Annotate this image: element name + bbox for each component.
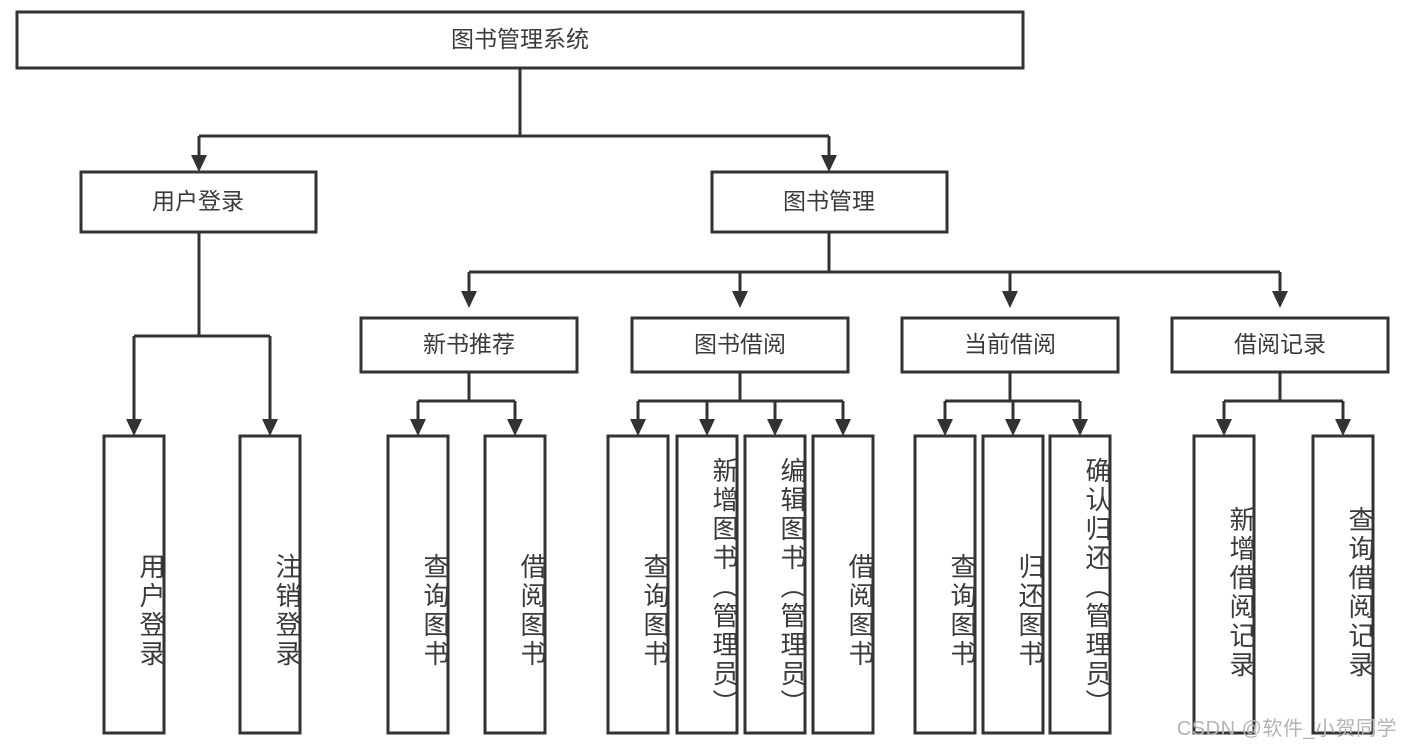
node-label-book-borrow: 图书借阅 — [694, 331, 786, 357]
arrow-head-leaf-confirm-return — [1072, 419, 1088, 436]
node-label-new-book-recommend: 新书推荐 — [423, 331, 515, 357]
node-box-book-borrow[interactable] — [630, 316, 850, 374]
node-box-leaf-user-login[interactable] — [102, 434, 166, 735]
node-box-root[interactable] — [15, 10, 1025, 70]
connector-layer — [126, 68, 1351, 436]
arrow-head-leaf-user-login — [126, 419, 142, 436]
arrow-head-new-book-recommend — [461, 291, 477, 308]
arrow-head-leaf-query-book-1 — [410, 419, 426, 436]
arrow-head-leaf-query-book-3 — [937, 419, 953, 436]
node-box-borrow-record[interactable] — [1170, 316, 1390, 374]
node-box-book-management[interactable] — [710, 170, 949, 234]
arrow-head-leaf-borrow-book-1 — [507, 419, 523, 436]
node-box-leaf-edit-book[interactable] — [743, 434, 807, 735]
node-box-leaf-query-book-2[interactable] — [606, 434, 670, 735]
arrow-head-user-login — [191, 155, 207, 172]
arrow-head-leaf-query-book-2 — [630, 419, 646, 436]
arrow-head-book-management — [821, 155, 837, 172]
node-box-leaf-borrow-book-1[interactable] — [483, 434, 547, 735]
watermark-credit: CSDN @软件_小贺同学 — [1176, 718, 1397, 740]
arrow-head-leaf-borrow-book-2 — [835, 419, 851, 436]
node-box-leaf-query-record[interactable] — [1311, 434, 1375, 735]
node-label-book-management: 图书管理 — [783, 188, 875, 214]
node-box-leaf-borrow-book-2[interactable] — [811, 434, 875, 735]
node-box-leaf-add-book[interactable] — [675, 434, 739, 735]
node-label-root: 图书管理系统 — [451, 26, 589, 52]
node-layer: 图书管理系统 用户登录 图书管理 新书推荐 图书借阅 当前借阅 借阅记录 — [15, 10, 1390, 735]
node-box-user-login[interactable] — [79, 170, 318, 234]
arrow-head-leaf-user-logout — [262, 419, 278, 436]
arrow-head-leaf-return-book — [1005, 419, 1021, 436]
arrow-head-book-borrow — [732, 291, 748, 308]
arrow-head-leaf-edit-book — [767, 419, 783, 436]
arrow-head-borrow-record — [1272, 291, 1288, 308]
node-label-user-login: 用户登录 — [152, 188, 244, 214]
arrow-head-leaf-add-book — [699, 419, 715, 436]
node-label-current-borrow: 当前借阅 — [964, 331, 1056, 357]
node-box-leaf-add-record[interactable] — [1192, 434, 1256, 735]
arrow-head-leaf-add-record — [1216, 419, 1232, 436]
node-box-leaf-user-logout[interactable] — [238, 434, 302, 735]
node-box-current-borrow[interactable] — [900, 316, 1120, 374]
node-box-leaf-query-book-3[interactable] — [913, 434, 977, 735]
node-box-leaf-return-book[interactable] — [981, 434, 1045, 735]
node-label-borrow-record: 借阅记录 — [1234, 331, 1326, 357]
node-box-leaf-confirm-return[interactable] — [1048, 434, 1112, 735]
arrow-head-current-borrow — [1002, 291, 1018, 308]
arrow-head-leaf-query-record — [1335, 419, 1351, 436]
node-box-leaf-query-book-1[interactable] — [386, 434, 450, 735]
node-box-new-book-recommend[interactable] — [359, 316, 579, 374]
